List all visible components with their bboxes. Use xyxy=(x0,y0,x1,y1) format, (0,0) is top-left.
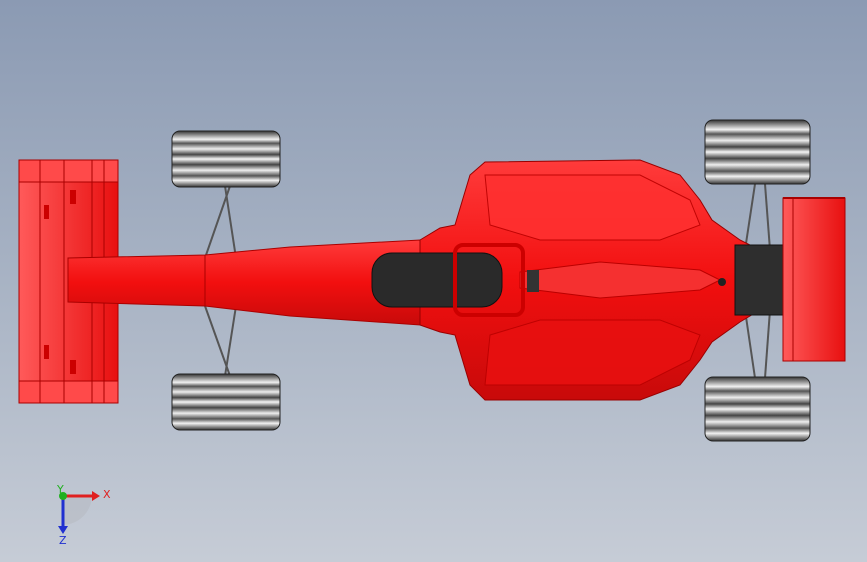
front-wing[interactable] xyxy=(18,159,119,404)
y-axis-dot xyxy=(59,492,67,500)
rear-gearbox xyxy=(734,244,786,316)
rear-suspension xyxy=(744,183,771,379)
rear-right-tire[interactable] xyxy=(704,376,811,442)
z-axis-label: Z xyxy=(59,534,67,547)
front-right-tire[interactable] xyxy=(171,373,281,431)
front-left-tire[interactable] xyxy=(171,130,281,188)
cockpit-opening xyxy=(371,252,503,308)
x-axis-label: X xyxy=(103,488,111,501)
rear-left-tire[interactable] xyxy=(704,119,811,185)
front-suspension xyxy=(204,185,237,377)
y-axis-label: Y xyxy=(56,483,64,496)
rear-wing[interactable] xyxy=(782,197,846,362)
